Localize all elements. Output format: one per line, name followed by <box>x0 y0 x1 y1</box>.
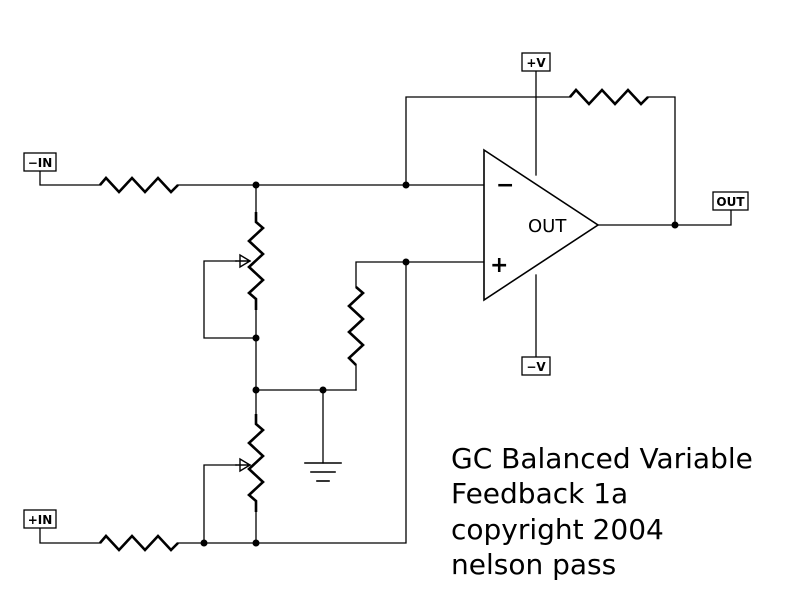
title-line-3: copyright 2004 <box>451 513 664 546</box>
junction-dot <box>252 334 260 342</box>
port-out: OUT <box>712 191 749 211</box>
wire-output <box>597 209 732 226</box>
title-line-4: nelson pass <box>451 548 616 581</box>
port-neg-supply: −V <box>521 356 551 376</box>
wire-pos-in <box>39 527 101 544</box>
port-out-label: OUT <box>716 195 745 209</box>
junction-dot <box>402 258 410 266</box>
bias-resistor <box>347 286 365 366</box>
opamp-inverting-sign: − <box>496 173 514 198</box>
wire-neg-in <box>39 170 101 186</box>
opamp-noninverting-sign: + <box>490 253 508 278</box>
title-line-1: GC Balanced Variable <box>451 442 753 475</box>
input-resistor-pos <box>99 534 179 552</box>
port-pos-in-label: +IN <box>28 513 53 527</box>
opamp-triangle <box>483 148 600 302</box>
junction-dot <box>252 181 260 189</box>
wire-feedback-left <box>405 96 571 186</box>
input-resistor-neg <box>99 176 179 194</box>
wire-pos-in-node <box>177 261 407 544</box>
junction-dot <box>252 539 260 547</box>
port-pos-supply: +V <box>521 52 551 72</box>
junctions <box>200 181 679 547</box>
upper-pot-wiper-arrow <box>235 253 252 269</box>
wire-upper-pot-wiper <box>203 260 257 339</box>
lower-potentiometer <box>247 414 265 512</box>
port-neg-supply-label: −V <box>526 360 546 374</box>
upper-potentiometer <box>247 212 265 310</box>
opamp-label: OUT <box>528 216 567 237</box>
wire-feedback-right <box>647 96 676 226</box>
opamp: − + OUT <box>483 148 600 302</box>
junction-dot <box>402 181 410 189</box>
junction-dot <box>252 386 260 394</box>
port-neg-in: −IN <box>23 152 57 172</box>
wire-pos-res-top <box>355 261 485 288</box>
title-line-2: Feedback 1a <box>451 477 628 510</box>
junction-dot <box>200 539 208 547</box>
ground-icon <box>304 462 342 482</box>
title-block: GC Balanced Variable Feedback 1a copyrig… <box>451 442 753 581</box>
resistors <box>99 88 649 552</box>
port-pos-in: +IN <box>23 509 57 529</box>
junction-dot <box>671 221 679 229</box>
lower-pot-wiper-arrow <box>235 457 252 473</box>
junction-dot <box>319 386 327 394</box>
port-pos-supply-label: +V <box>526 56 546 70</box>
port-neg-in-label: −IN <box>28 156 53 170</box>
wire-lower-pot-wiper <box>203 464 237 544</box>
feedback-resistor <box>569 88 649 106</box>
